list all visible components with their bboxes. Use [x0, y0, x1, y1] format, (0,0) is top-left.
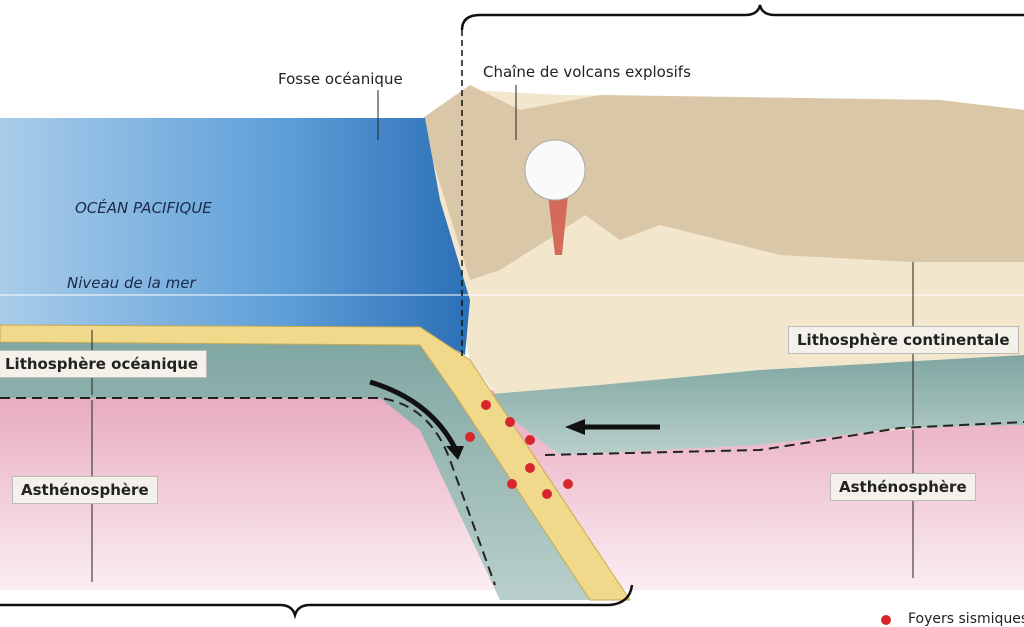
arrow-head — [565, 419, 585, 435]
oceanic-crust — [0, 324, 631, 601]
asthenosphere-right-label: Asthénosphère — [830, 473, 976, 501]
asthenosphere-left-label: Asthénosphère — [12, 476, 158, 504]
arrow-subduction — [369, 379, 458, 450]
volcano — [548, 195, 568, 255]
top-brace — [460, 4, 1024, 31]
volcano-chain-label: Chaîne de volcans explosifs — [483, 63, 691, 81]
oceanic-lithosphere — [0, 340, 600, 600]
boundary-dashed-right — [544, 421, 1024, 456]
mountains — [420, 85, 1024, 280]
ash-cloud — [524, 139, 586, 201]
seismic-foci — [465, 400, 891, 625]
boundary-dashed — [0, 397, 496, 586]
trench-label: Fosse océanique — [278, 70, 403, 88]
continental-lithosphere — [480, 355, 1024, 455]
seismic-legend-label: Foyers sismiques — [908, 611, 1024, 627]
ocean-label: OCÉAN PACIFIQUE — [75, 199, 212, 217]
bottom-brace — [0, 584, 634, 620]
ocean — [0, 118, 470, 355]
sea-level-label: Niveau de la mer — [67, 274, 196, 292]
continental-lithosphere-label: Lithosphère continentale — [788, 326, 1019, 354]
oceanic-lithosphere-label: Lithosphère océanique — [0, 350, 208, 378]
arrow-head — [446, 446, 464, 460]
